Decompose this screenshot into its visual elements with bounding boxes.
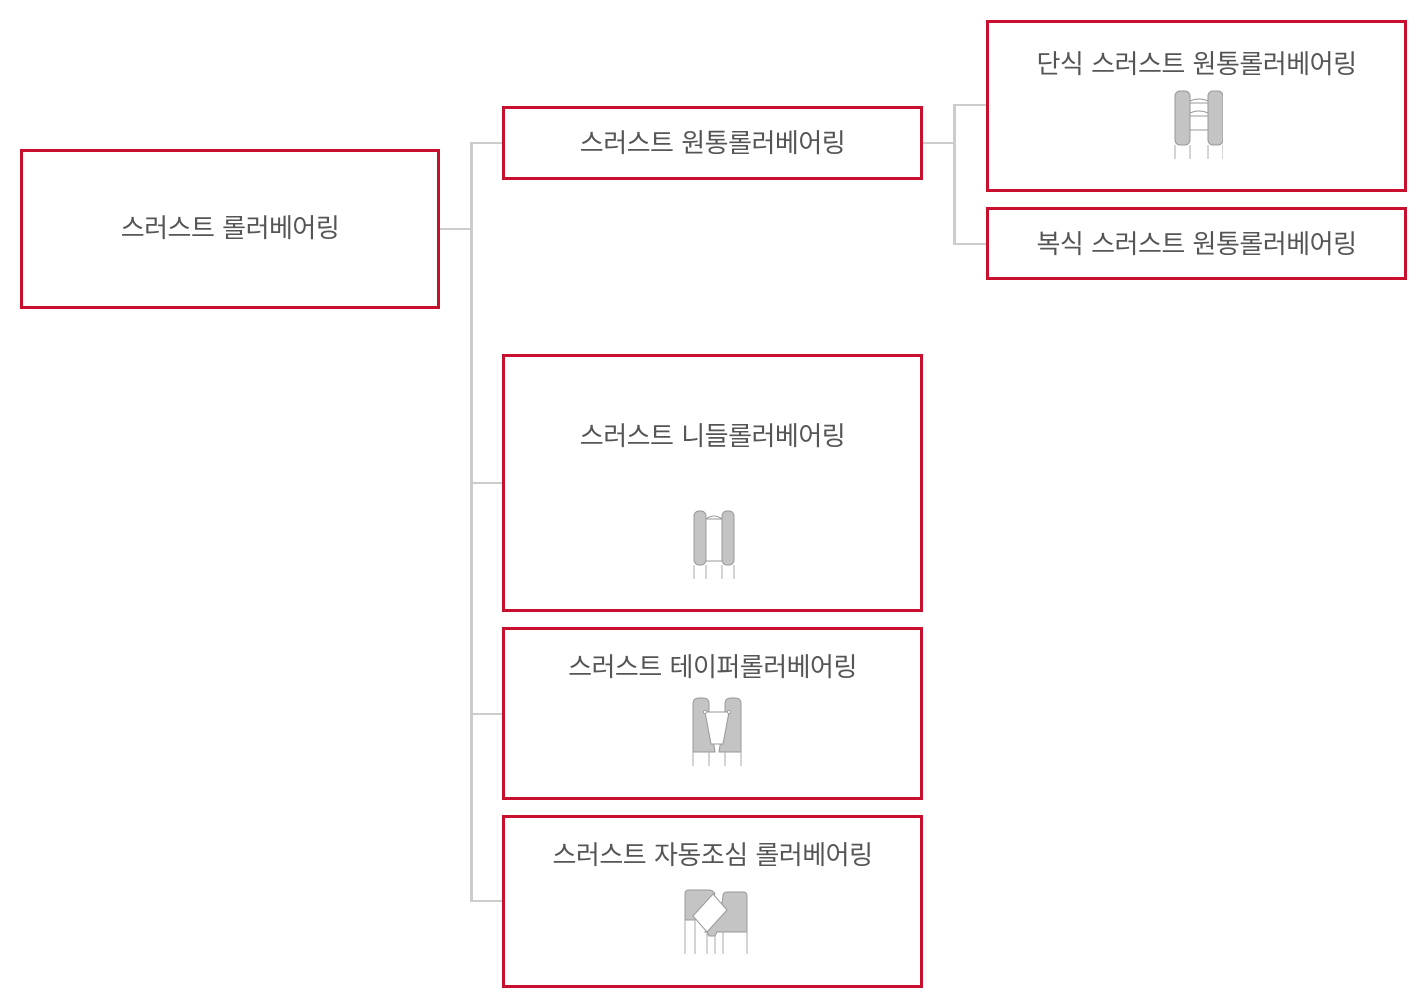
connector-root-out <box>439 228 472 230</box>
node-thrust-roller-bearing[interactable]: 스러스트 롤러베어링 <box>20 149 440 309</box>
node-label: 스러스트 자동조심 롤러베어링 <box>552 841 874 871</box>
node-thrust-needle-roller-bearing[interactable]: 스러스트 니들롤러베어링 <box>502 354 923 612</box>
connector-to-single <box>953 104 987 106</box>
thrust-spherical-roller-bearing-icon <box>684 889 748 954</box>
node-thrust-spherical-roller-bearing[interactable]: 스러스트 자동조심 롤러베어링 <box>502 815 923 988</box>
connector-cylindrical-out <box>922 142 955 144</box>
single-thrust-cylindrical-roller-bearing-icon <box>1174 90 1223 159</box>
thrust-needle-roller-bearing-icon <box>693 510 735 579</box>
connector-to-cylindrical <box>470 142 503 144</box>
node-label: 스러스트 롤러베어링 <box>120 214 340 244</box>
node-thrust-tapered-roller-bearing[interactable]: 스러스트 테이퍼롤러베어링 <box>502 627 923 800</box>
connector-to-spherical <box>470 900 503 902</box>
node-single-thrust-cylindrical-roller-bearing[interactable]: 단식 스러스트 원통롤러베어링 <box>986 20 1407 192</box>
connector-to-needle <box>470 482 503 484</box>
connector-trunk-vertical <box>470 142 473 902</box>
connector-to-tapered <box>470 713 503 715</box>
node-label: 단식 스러스트 원통롤러베어링 <box>1036 50 1358 80</box>
connector-to-double <box>953 243 987 245</box>
node-label: 스러스트 테이퍼롤러베어링 <box>568 653 857 683</box>
node-label: 스러스트 니들롤러베어링 <box>579 422 846 452</box>
connector-branch-vertical <box>953 104 956 245</box>
node-thrust-cylindrical-roller-bearing[interactable]: 스러스트 원통롤러베어링 <box>502 106 923 180</box>
node-double-thrust-cylindrical-roller-bearing[interactable]: 복식 스러스트 원통롤러베어링 <box>986 207 1407 280</box>
thrust-tapered-roller-bearing-icon <box>692 697 742 766</box>
node-label: 스러스트 원통롤러베어링 <box>579 129 846 159</box>
node-label: 복식 스러스트 원통롤러베어링 <box>1036 230 1358 260</box>
